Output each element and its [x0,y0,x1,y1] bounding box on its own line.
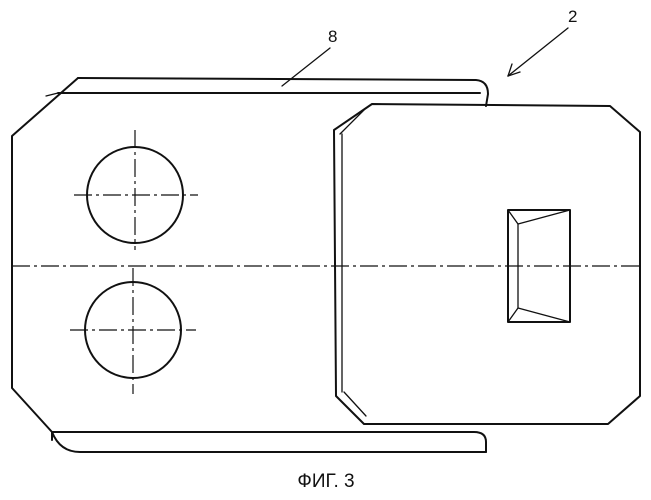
rear-plate [12,78,488,452]
lower-hole [70,268,196,394]
figure-caption: ФИГ. 3 [297,471,354,492]
front-plate [334,104,640,424]
upper-hole [74,130,198,250]
arrow-2 [508,28,568,76]
label-2: 2 [568,7,577,26]
leader-8 [282,48,330,86]
label-8: 8 [328,27,337,46]
